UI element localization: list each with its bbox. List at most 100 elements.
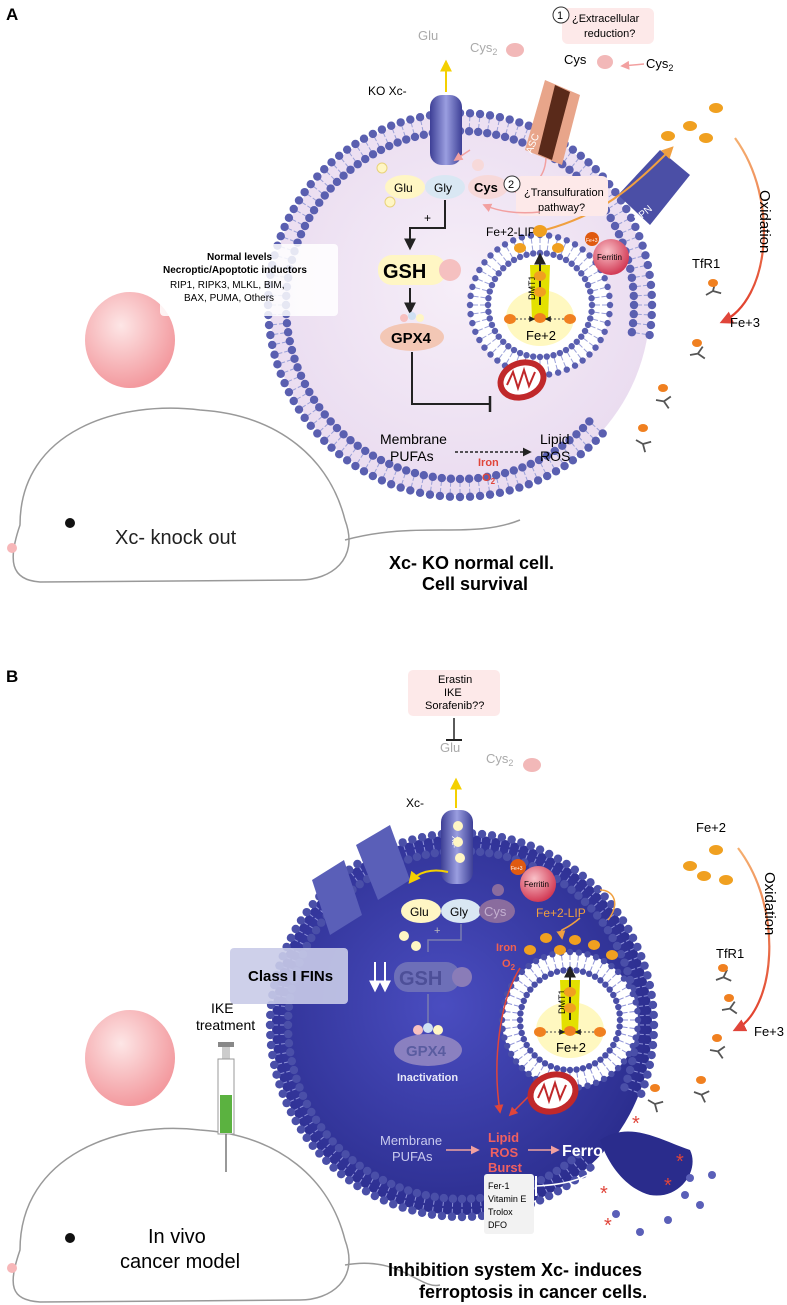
svg-text:GSH: GSH <box>399 968 442 990</box>
svg-text:Ferritin: Ferritin <box>597 253 622 262</box>
panel-a-label: A <box>6 5 18 24</box>
membrane-fragments: * * * * * <box>600 1113 716 1237</box>
mouse-b-label-1: In vivo <box>148 1226 206 1248</box>
svg-text:Class I FINs: Class I FINs <box>248 968 333 985</box>
ferritin-b: Ferritin Fe+3 <box>510 859 556 902</box>
asterisk-icon: * <box>664 1175 672 1197</box>
oxidation-b: Oxidation <box>761 872 778 935</box>
svg-text:BAX, PUMA, Others: BAX, PUMA, Others <box>184 293 274 304</box>
caption-a-1: Xc- KO normal cell. <box>389 553 554 573</box>
svg-text:Glu: Glu <box>394 181 413 195</box>
svg-text:Fe+3: Fe+3 <box>511 866 523 872</box>
caption-b-2: ferroptosis in cancer cells. <box>419 1282 647 1302</box>
step1-box: 1 ¿Extracellular reduction? <box>552 6 654 44</box>
tfr1-a: TfR1 <box>692 256 720 271</box>
cys2-ext-a: Cys2 <box>646 56 673 73</box>
asc-transporter: ASC <box>524 80 580 165</box>
oxidation-a: Oxidation <box>756 190 773 253</box>
panel-b-label: B <box>6 667 18 686</box>
asterisk-icon: * <box>600 1183 608 1205</box>
svg-text:Glu: Glu <box>410 905 429 919</box>
lipid-ros-a-2: ROS <box>540 448 570 464</box>
syringe-icon <box>217 1042 235 1172</box>
lipid-ros-b-1: Lipid <box>488 1130 519 1145</box>
normal-levels-box: Normal levels Necroptic/Apoptotic induct… <box>160 244 338 316</box>
svg-text:Erastin: Erastin <box>438 674 472 686</box>
mouse-a: Xc- knock out <box>7 292 521 583</box>
mouse-a-label: Xc- knock out <box>115 527 237 549</box>
svg-text:Gly: Gly <box>434 181 452 195</box>
svg-text:IKE: IKE <box>444 687 462 699</box>
xc-transporters-b: Xc- Xc- <box>312 777 473 935</box>
fe3-a: Fe+3 <box>730 315 760 330</box>
fe-dots-b <box>524 933 618 960</box>
svg-text:2: 2 <box>508 179 514 191</box>
o2-b: O2 <box>502 958 516 972</box>
svg-text:Cys: Cys <box>484 904 507 919</box>
fe-lip-a: Fe+2-LIP <box>486 225 536 239</box>
svg-text:GPX4: GPX4 <box>406 1043 447 1060</box>
svg-text:DMT1: DMT1 <box>527 276 537 301</box>
svg-text:Necroptic/Apoptotic inductors: Necroptic/Apoptotic inductors <box>163 265 307 276</box>
ko-xc-label: KO Xc- <box>368 84 407 98</box>
membrane-pufa-b-2: PUFAs <box>392 1149 433 1164</box>
svg-text:reduction?: reduction? <box>584 28 635 40</box>
svg-text:Fer-1: Fer-1 <box>488 1181 510 1191</box>
svg-text:+: + <box>434 925 440 937</box>
caption-a-2: Cell survival <box>422 574 528 594</box>
class-fins-box: Class I FINs <box>230 948 348 1004</box>
svg-text:Inactivation: Inactivation <box>397 1072 458 1084</box>
tfr1-b: TfR1 <box>716 946 744 961</box>
svg-text:RIP1, RIPK3, MLKL, BIM,: RIP1, RIPK3, MLKL, BIM, <box>170 280 284 291</box>
oxidation-arrow-a <box>719 137 766 324</box>
cys2-out-b: Cys2 <box>486 751 513 768</box>
gsh-b: GSH <box>394 962 472 992</box>
ferritin-a: Ferritin Fe+3 <box>585 232 629 275</box>
svg-text:DMT1: DMT1 <box>557 990 567 1015</box>
svg-text:¿Transulfuration: ¿Transulfuration <box>524 187 604 199</box>
lipid-ros-b-2: ROS <box>490 1145 519 1160</box>
svg-text:Sorafenib??: Sorafenib?? <box>425 700 484 712</box>
asterisk-icon: * <box>632 1113 640 1135</box>
tfr1-receptors-b <box>647 964 738 1113</box>
step2-box: 2 ¿Transulfuration pathway? <box>503 175 608 216</box>
svg-text:Normal levels: Normal levels <box>207 252 272 263</box>
svg-text:Gly: Gly <box>450 905 468 919</box>
inhibitors-box: Erastin IKE Sorafenib?? <box>408 670 500 741</box>
panel-a: A Xc- knock out Glu Cys2 KO Xc- <box>6 5 773 594</box>
glu-out-b: Glu <box>440 740 460 755</box>
mouse-b-label-2: cancer model <box>120 1251 240 1273</box>
svg-text:DFO: DFO <box>488 1220 507 1230</box>
cys2-out-a: Cys2 <box>470 40 497 57</box>
svg-text:Ferritin: Ferritin <box>524 880 549 889</box>
gsh-a: GSH <box>378 255 461 285</box>
mouse-b: In vivo cancer model <box>7 1010 441 1303</box>
fe3-b: Fe+3 <box>754 1024 784 1039</box>
oxidation-arrow-b <box>732 847 771 1032</box>
asterisk-icon: * <box>604 1215 612 1237</box>
xc-label-b: Xc- <box>406 796 424 810</box>
svg-text:GSH: GSH <box>383 261 426 283</box>
membrane-pufa-b-1: Membrane <box>380 1133 442 1148</box>
fe-lip-b: Fe+2-LIP <box>536 906 586 920</box>
iron-b: Iron <box>496 942 517 954</box>
ike-treatment-2: treatment <box>196 1017 255 1033</box>
lipid-ros-a-1: Lipid <box>540 431 570 447</box>
svg-text:Fe+3: Fe+3 <box>586 238 598 244</box>
lipid-ros-b-3: Burst <box>488 1160 523 1175</box>
svg-text:+: + <box>424 211 431 225</box>
ferroptosis-inhibitors-box: Fer-1 Vitamin E Trolox DFO <box>484 1174 534 1234</box>
svg-text:Fe+2: Fe+2 <box>526 328 556 343</box>
mitochondrion-b <box>527 1071 579 1115</box>
ike-treatment-1: IKE <box>211 1000 234 1016</box>
endosome-a: DMT1 Fe+2 <box>466 231 614 379</box>
amino-acids-b: Glu Gly Cys + <box>399 884 515 951</box>
svg-text:¿Extracellular: ¿Extracellular <box>572 13 640 25</box>
o2-a: O2 <box>482 472 496 486</box>
svg-text:Fe+2: Fe+2 <box>556 1040 586 1055</box>
fe2-top-b: Fe+2 <box>696 820 726 835</box>
glu-out-a: Glu <box>418 28 438 43</box>
membrane-pufa-a-2: PUFAs <box>390 448 434 464</box>
iron-dots-b <box>683 845 733 885</box>
